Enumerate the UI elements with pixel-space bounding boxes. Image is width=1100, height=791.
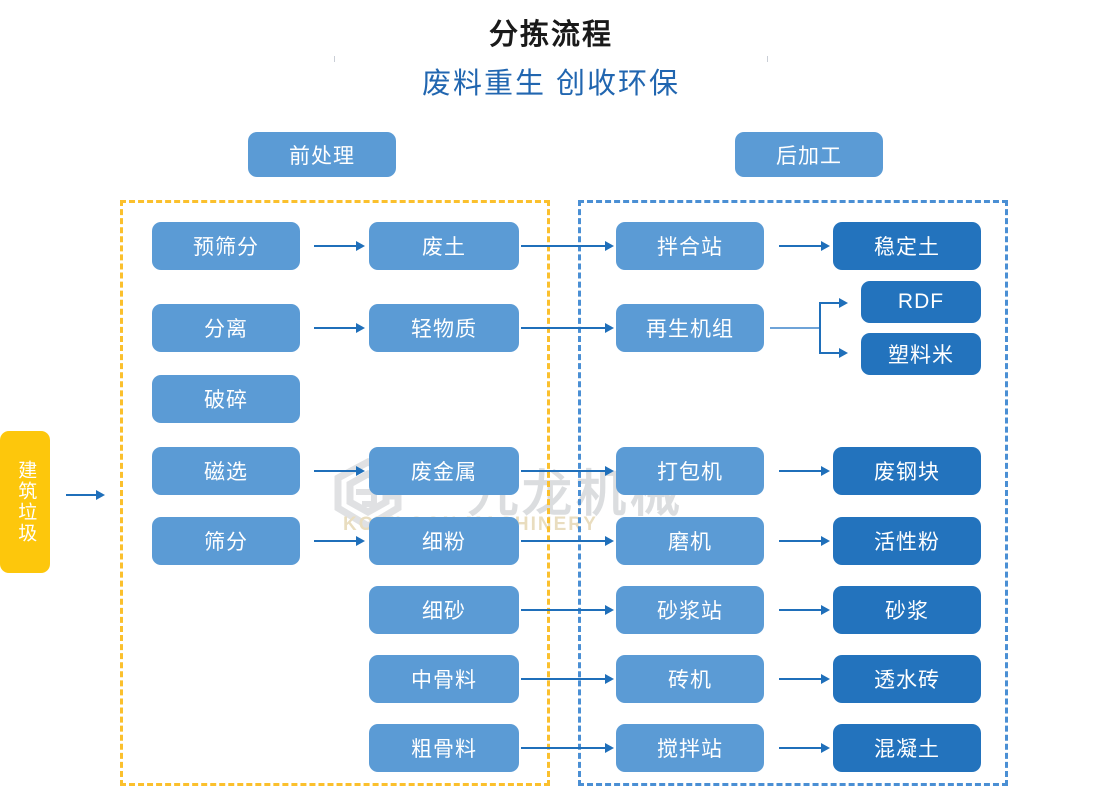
node-pre-2[interactable]: 分离 <box>152 304 300 352</box>
node-mat-2[interactable]: 轻物质 <box>369 304 519 352</box>
input-construction-waste: 建筑垃圾 <box>0 431 50 573</box>
arrow-line-mat6-post6 <box>521 678 607 680</box>
arrow-head-mat7-post7 <box>605 743 614 753</box>
node-post-6[interactable]: 砖机 <box>616 655 764 703</box>
node-mat-4[interactable]: 细粉 <box>369 517 519 565</box>
arrow-line-post5-prod6 <box>779 609 823 611</box>
arrow-line-pre2-mat2 <box>314 327 358 329</box>
node-post-4[interactable]: 磨机 <box>616 517 764 565</box>
arrow-line-mat5-post5 <box>521 609 607 611</box>
node-prod-6[interactable]: 砂浆 <box>833 586 981 634</box>
arrow-head-pre1-mat1 <box>356 241 365 251</box>
arrow-head-post5-prod6 <box>821 605 830 615</box>
node-post-5[interactable]: 砂浆站 <box>616 586 764 634</box>
node-prod-3[interactable]: 塑料米 <box>861 333 981 375</box>
node-pre-3[interactable]: 破碎 <box>152 375 300 423</box>
node-prod-5[interactable]: 活性粉 <box>833 517 981 565</box>
node-pre-5[interactable]: 筛分 <box>152 517 300 565</box>
node-post-3[interactable]: 打包机 <box>616 447 764 495</box>
arrow-line-mat4-post4 <box>521 540 607 542</box>
arrow-line-post3-prod4 <box>779 470 823 472</box>
node-mat-5[interactable]: 细砂 <box>369 586 519 634</box>
arrow-head-branch-rdf <box>839 298 848 308</box>
arrow-line-mat2-post2 <box>521 327 607 329</box>
branch-line-upper <box>819 302 841 304</box>
arrow-head-mat5-post5 <box>605 605 614 615</box>
arrow-head-input <box>96 490 105 500</box>
node-mat-3[interactable]: 废金属 <box>369 447 519 495</box>
node-prod-1[interactable]: 稳定土 <box>833 222 981 270</box>
node-prod-2[interactable]: RDF <box>861 281 981 323</box>
node-post-7[interactable]: 搅拌站 <box>616 724 764 772</box>
page-title: 分拣流程 <box>334 14 768 56</box>
node-prod-7[interactable]: 透水砖 <box>833 655 981 703</box>
section-label-pretreatment: 前处理 <box>248 132 396 177</box>
arrow-line-post6-prod7 <box>779 678 823 680</box>
node-post-1[interactable]: 拌合站 <box>616 222 764 270</box>
arrow-head-mat6-post6 <box>605 674 614 684</box>
arrow-head-post7-prod8 <box>821 743 830 753</box>
node-pre-4[interactable]: 磁选 <box>152 447 300 495</box>
arrow-head-post1-prod1 <box>821 241 830 251</box>
arrow-line-pre5-mat4 <box>314 540 358 542</box>
arrow-head-mat3-post3 <box>605 466 614 476</box>
node-mat-6[interactable]: 中骨料 <box>369 655 519 703</box>
node-prod-4[interactable]: 废钢块 <box>833 447 981 495</box>
arrow-line-pre4-mat3 <box>314 470 358 472</box>
arrow-line-mat1-post1 <box>521 245 607 247</box>
branch-line-vertical <box>819 302 821 354</box>
arrow-head-pre4-mat3 <box>356 466 365 476</box>
arrow-head-post3-prod4 <box>821 466 830 476</box>
arrow-line-pre1-mat1 <box>314 245 358 247</box>
branch-line-stem <box>770 327 820 329</box>
node-prod-8[interactable]: 混凝土 <box>833 724 981 772</box>
arrow-head-mat1-post1 <box>605 241 614 251</box>
arrow-line-post7-prod8 <box>779 747 823 749</box>
node-mat-1[interactable]: 废土 <box>369 222 519 270</box>
arrow-line-mat7-post7 <box>521 747 607 749</box>
arrow-head-pre5-mat4 <box>356 536 365 546</box>
node-mat-7[interactable]: 粗骨料 <box>369 724 519 772</box>
branch-line-lower <box>819 352 841 354</box>
arrow-line-post4-prod5 <box>779 540 823 542</box>
arrow-head-mat4-post4 <box>605 536 614 546</box>
arrow-head-post6-prod7 <box>821 674 830 684</box>
page-subtitle: 废料重生 创收环保 <box>334 62 768 106</box>
node-pre-1[interactable]: 预筛分 <box>152 222 300 270</box>
arrow-head-post4-prod5 <box>821 536 830 546</box>
zone-postprocessing <box>578 200 1008 786</box>
section-label-postprocessing: 后加工 <box>735 132 883 177</box>
arrow-head-mat2-post2 <box>605 323 614 333</box>
arrow-head-branch-plastic <box>839 348 848 358</box>
arrow-line-input <box>66 494 98 496</box>
node-post-2[interactable]: 再生机组 <box>616 304 764 352</box>
arrow-head-pre2-mat2 <box>356 323 365 333</box>
zone-pretreatment <box>120 200 550 786</box>
arrow-line-post1-prod1 <box>779 245 823 247</box>
arrow-line-mat3-post3 <box>521 470 607 472</box>
